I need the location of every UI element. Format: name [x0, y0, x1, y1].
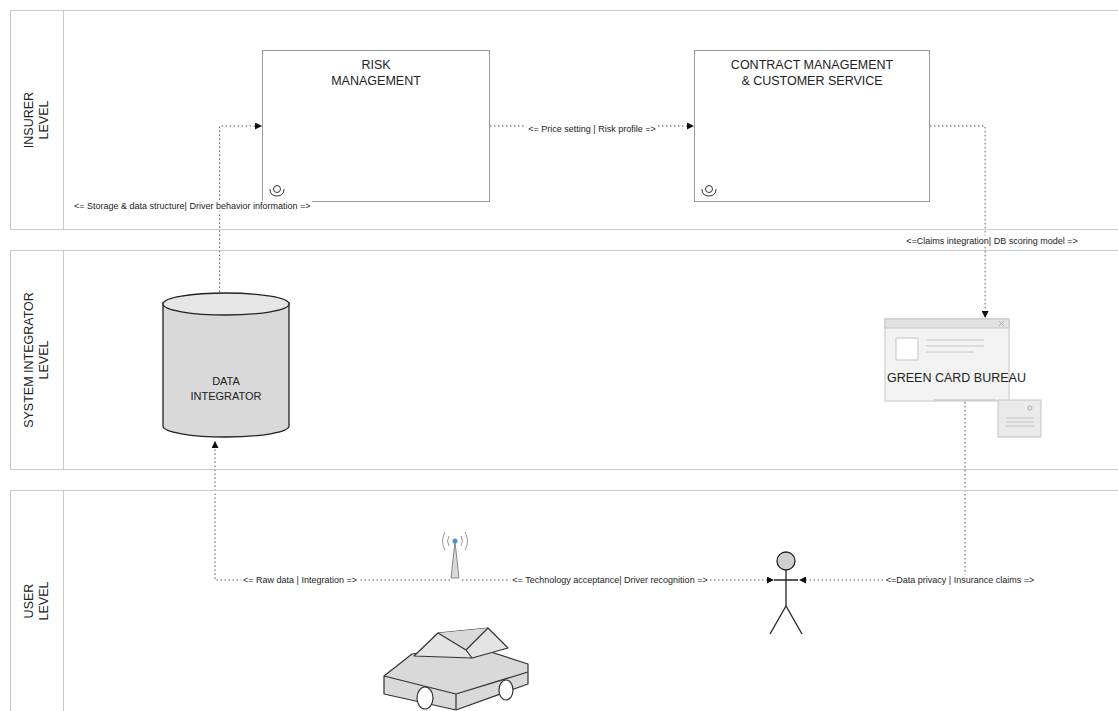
link-label: <= Technology acceptance| Driver recogni… — [510, 575, 709, 586]
car-icon — [384, 628, 528, 710]
process-box: CONTRACT MANAGEMENT & CUSTOMER SERVICE — [694, 50, 930, 202]
process-box: RISK MANAGEMENT — [262, 50, 490, 202]
box-title: CONTRACT MANAGEMENT & CUSTOMER SERVICE — [728, 57, 896, 89]
band-divider — [63, 251, 64, 469]
dotted-connector — [930, 126, 985, 318]
level-band: INSURER LEVEL RISK MANAGEMENT CONTRACT MAN… — [10, 10, 1118, 230]
level-label: INSURER LEVEL — [22, 84, 52, 156]
level-label: USER LEVEL — [22, 571, 52, 631]
node-label: GREEN CARD BUREAU — [887, 370, 1026, 386]
antenna-icon — [443, 532, 468, 578]
edge-label: <=Claims integration| DB scoring model =… — [904, 236, 1079, 247]
box-title: RISK MANAGEMENT — [320, 57, 432, 89]
process-icon — [700, 183, 718, 197]
link-label: <=Data privacy | Insurance claims => — [884, 575, 1036, 586]
data-link — [215, 441, 450, 580]
level-band: SYSTEM INTEGRATOR LEVEL DATA INTEGRATOR GR… — [10, 250, 1118, 470]
process-icon — [268, 183, 286, 197]
link-label: <= Raw data | Integration => — [241, 575, 359, 586]
band-divider — [63, 491, 64, 711]
database-cylinder: DATA INTEGRATOR — [162, 292, 290, 438]
cylinder-shape — [162, 292, 290, 438]
level-label: SYSTEM INTEGRATOR LEVEL — [22, 285, 52, 435]
edge-label: <= Storage & data structure| Driver beha… — [72, 201, 312, 212]
user-figure — [770, 552, 802, 634]
node-label: DATA INTEGRATOR — [183, 374, 269, 404]
server-node: GREEN CARD BUREAU — [884, 318, 1042, 438]
edge-label: <= Price setting | Risk profile => — [526, 124, 657, 135]
band-divider — [63, 11, 64, 229]
level-band: USER LEVEL — [10, 490, 1118, 711]
data-link — [799, 402, 965, 580]
